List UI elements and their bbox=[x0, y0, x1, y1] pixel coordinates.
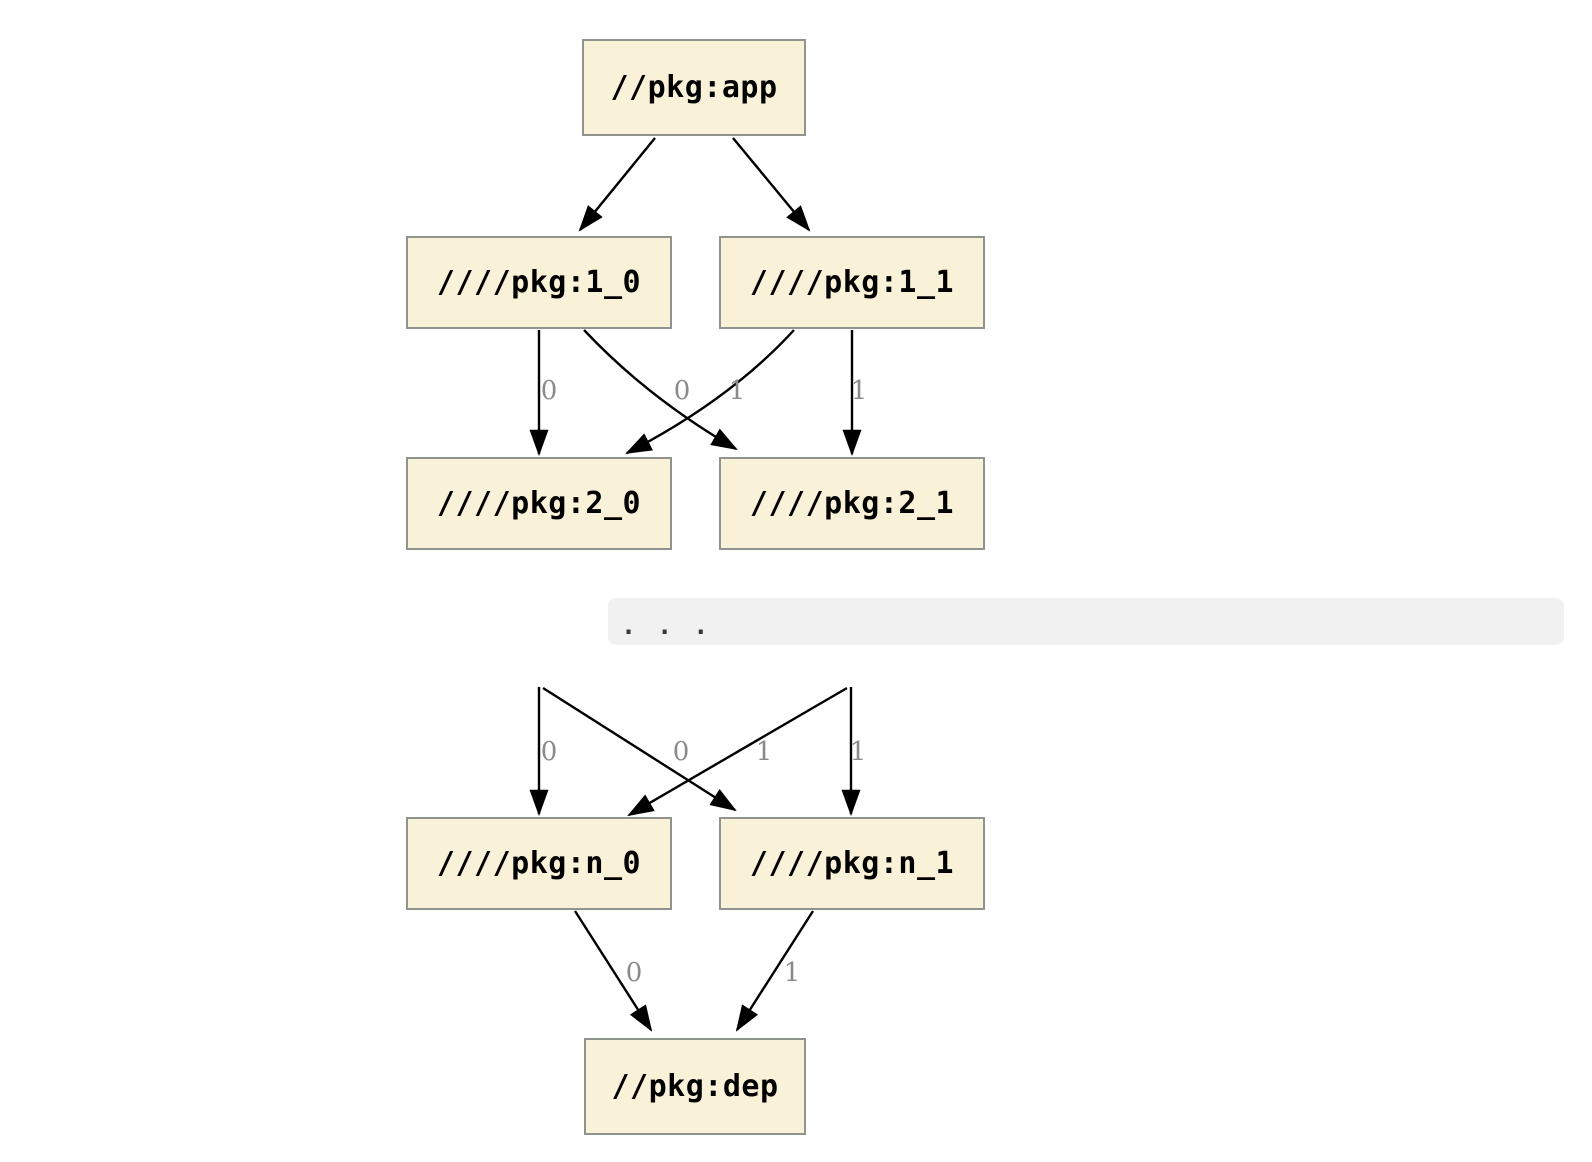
node-1_1-label: ////pkg:1_1 bbox=[749, 265, 955, 300]
edge-label-ellipsis-to-n_0-straight: 0 bbox=[540, 737, 558, 767]
edge-app-to-1_0 bbox=[578, 137, 656, 232]
node-2_0-label: ////pkg:2_0 bbox=[436, 486, 642, 521]
node-2_1: ////pkg:2_1 bbox=[719, 457, 985, 550]
node-n_1: ////pkg:n_1 bbox=[719, 817, 985, 910]
edge-label-n_1-to-dep: 1 bbox=[783, 958, 801, 988]
edge-1_0-to-2_1 bbox=[583, 329, 738, 451]
ellipsis-text: . . . bbox=[621, 610, 709, 640]
edge-ellipsis-to-n_0-cross bbox=[627, 686, 848, 817]
node-n_1-label: ////pkg:n_1 bbox=[749, 846, 955, 881]
edge-ellipsis-to-n_1-cross bbox=[542, 686, 737, 812]
node-dep: //pkg:dep bbox=[584, 1038, 806, 1135]
edge-app-to-1_1 bbox=[732, 137, 811, 232]
edge-label-n_0-to-dep: 0 bbox=[625, 958, 643, 988]
ellipsis-band: . . . bbox=[608, 598, 1564, 645]
node-n_0-label: ////pkg:n_0 bbox=[436, 846, 642, 881]
edge-label-1_1-to-2_0: 0 bbox=[673, 376, 691, 406]
node-1_0-label: ////pkg:1_0 bbox=[436, 265, 642, 300]
edge-label-1_0-to-2_1: 1 bbox=[728, 376, 746, 406]
node-2_0: ////pkg:2_0 bbox=[406, 457, 672, 550]
edge-n_0-to-dep bbox=[573, 910, 653, 1032]
node-1_1: ////pkg:1_1 bbox=[719, 236, 985, 329]
edge-label-1_1-to-2_1: 1 bbox=[850, 376, 868, 406]
edge-n_1-to-dep bbox=[735, 910, 815, 1032]
edge-label-ellipsis-to-n_1-cross: 1 bbox=[755, 737, 773, 767]
edge-label-ellipsis-to-n_1-straight: 1 bbox=[849, 737, 867, 767]
node-1_0: ////pkg:1_0 bbox=[406, 236, 672, 329]
node-n_0: ////pkg:n_0 bbox=[406, 817, 672, 910]
node-2_1-label: ////pkg:2_1 bbox=[749, 486, 955, 521]
edge-label-1_0-to-2_0: 0 bbox=[540, 376, 558, 406]
edge-label-ellipsis-to-n_0-cross: 0 bbox=[672, 737, 690, 767]
node-app-label: //pkg:app bbox=[610, 70, 778, 105]
node-dep-label: //pkg:dep bbox=[611, 1069, 779, 1104]
edge-1_1-to-2_0 bbox=[625, 329, 795, 455]
node-app: //pkg:app bbox=[582, 39, 806, 136]
